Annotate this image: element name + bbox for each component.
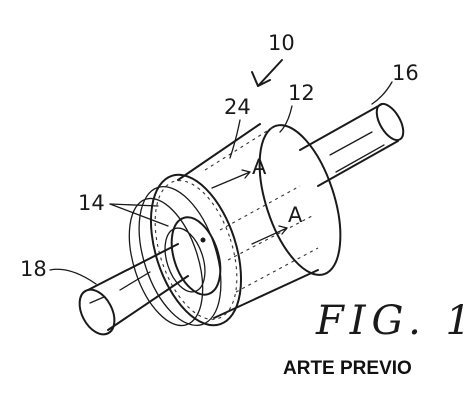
inner-hub xyxy=(164,216,222,296)
leader-lines xyxy=(49,59,393,285)
left-shaft xyxy=(78,243,189,336)
figure-caption: ARTE PREVIO xyxy=(283,358,412,379)
label-shaft-right: 16 xyxy=(392,61,419,85)
right-shaft xyxy=(299,102,405,187)
label-assembly: 10 xyxy=(268,31,295,55)
figure-title: FIG. 1 xyxy=(315,298,474,344)
arrows-a xyxy=(211,169,288,245)
label-housing: 12 xyxy=(288,81,315,105)
label-arrow-a-upper: A xyxy=(252,155,267,179)
label-surface: 24 xyxy=(224,95,251,119)
label-arrow-a-lower: A xyxy=(288,203,303,227)
cylinder-housing xyxy=(128,123,342,327)
label-bands: 14 xyxy=(78,191,105,215)
label-shaft-left: 18 xyxy=(20,257,47,281)
